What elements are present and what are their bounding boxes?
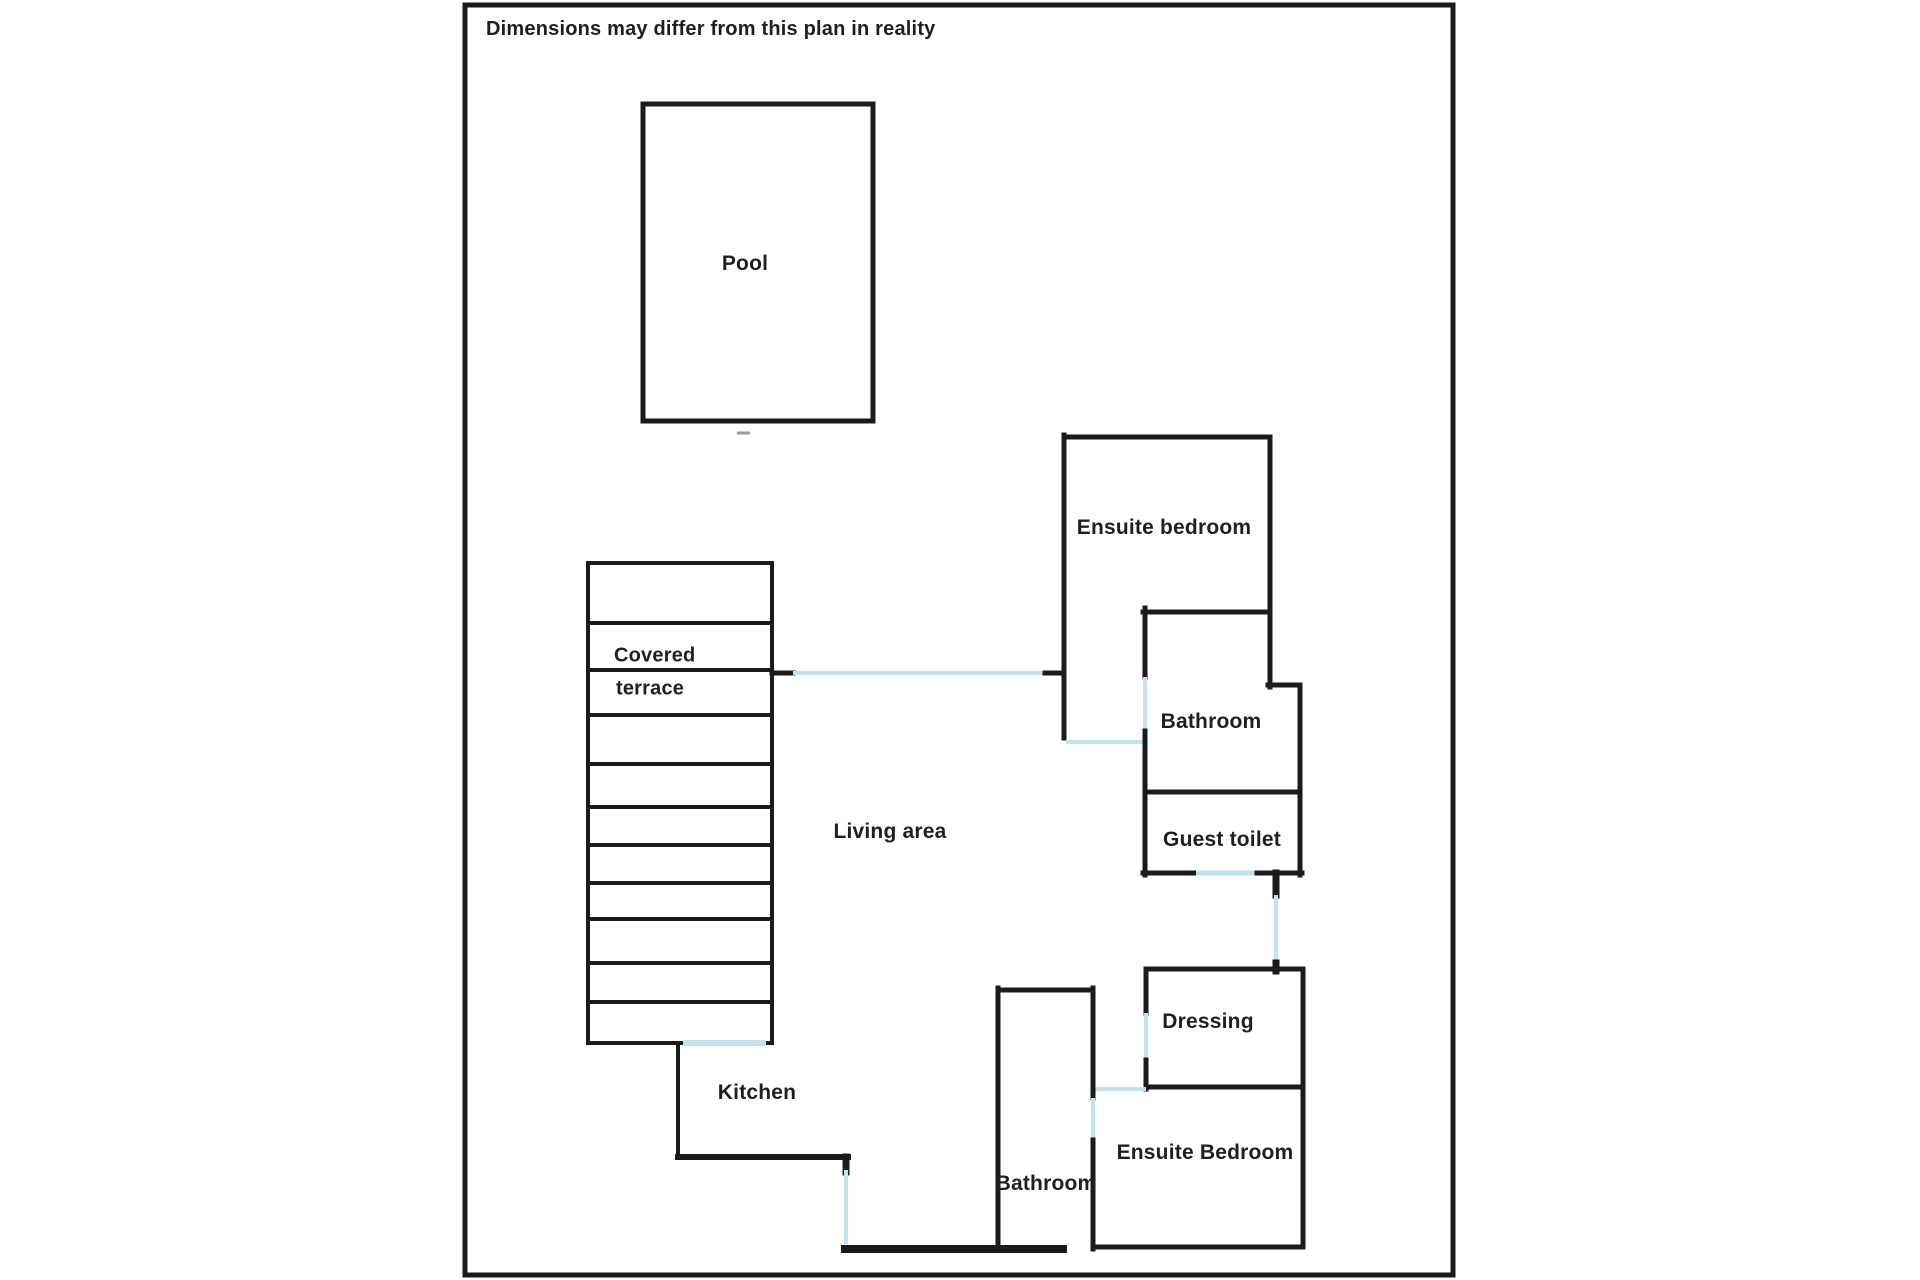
label-ensuite-bedroom-upper: Ensuite bedroom bbox=[1076, 516, 1252, 539]
dressing-walls bbox=[1095, 966, 1306, 1250]
bathroom-upper-walls bbox=[1140, 605, 1303, 878]
label-bathroom-lower: Bathroom bbox=[995, 1172, 1097, 1195]
label-kitchen: Kitchen bbox=[717, 1081, 797, 1104]
label-ensuite-bedroom-lower: Ensuite Bedroom bbox=[1116, 1141, 1294, 1164]
ensuite-bedroom-upper-walls bbox=[1061, 432, 1273, 741]
kitchen-walls bbox=[675, 1041, 1067, 1253]
label-dressing: Dressing bbox=[1162, 1010, 1254, 1033]
covered-terrace-outline bbox=[586, 561, 774, 1046]
plan-border bbox=[462, 2, 1456, 1278]
label-covered-terrace-line2: terrace bbox=[616, 677, 685, 700]
label-bathroom-upper: Bathroom bbox=[1160, 710, 1262, 733]
label-pool: Pool bbox=[721, 252, 769, 275]
label-covered-terrace-line1: Covered bbox=[614, 644, 696, 667]
label-living-area: Living area bbox=[833, 820, 947, 843]
disclaimer-text: Dimensions may differ from this plan in … bbox=[486, 18, 936, 40]
pool-outline bbox=[640, 101, 876, 435]
label-guest-toilet: Guest toilet bbox=[1163, 828, 1281, 851]
bathroom-lower-walls bbox=[995, 985, 1096, 1252]
